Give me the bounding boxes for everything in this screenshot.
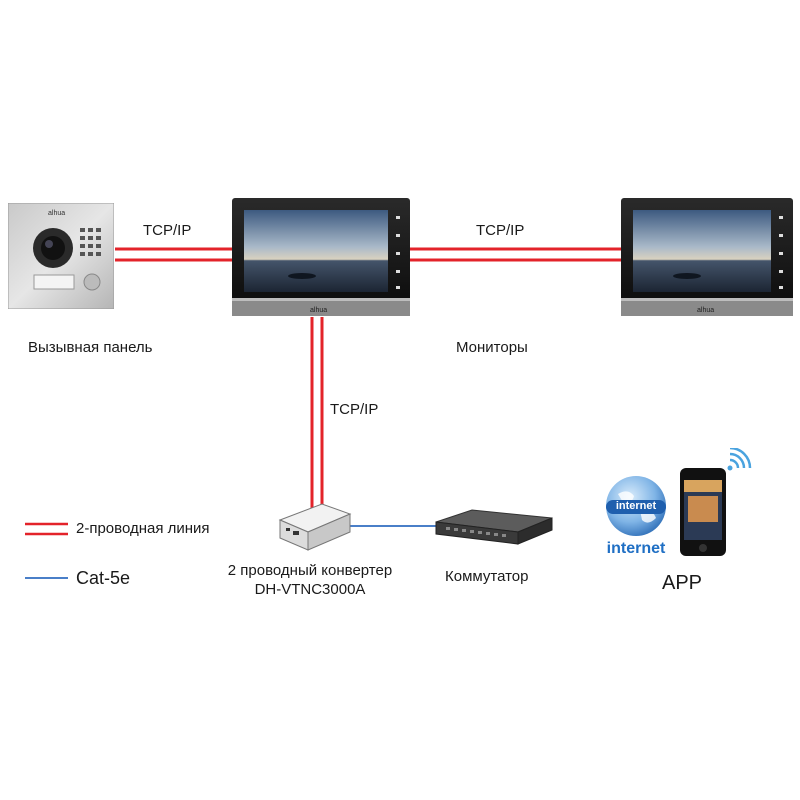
app-label: APP [661, 572, 703, 594]
legend-cat5e-label: Cat-5e [76, 568, 131, 588]
wifi-icon [724, 446, 752, 474]
internet-globe [604, 474, 668, 538]
converter-label-line1: 2 проводный конвертер [227, 562, 393, 579]
smartphone [680, 468, 726, 556]
monitor-main-image: alhua [232, 198, 410, 316]
legend-two-wire-label: 2-проводная линия [76, 520, 210, 537]
link-label-panel-monitor: TCP/IP [143, 222, 192, 239]
network-switch [432, 508, 554, 550]
panel-logo: alhua [48, 210, 65, 217]
monitors-label: Мониторы [456, 339, 528, 356]
door-panel-image: alhua [7, 202, 115, 310]
internet-caption: internet [606, 540, 666, 557]
monitor-secondary-logo: alhua [697, 307, 714, 314]
switch-image [435, 509, 553, 545]
converter-device [276, 498, 352, 554]
monitor-main-logo: alhua [310, 307, 327, 314]
link-label-monitor-converter: TCP/IP [330, 401, 379, 418]
monitor-secondary-image: alhua [621, 198, 793, 316]
switch-label: Коммутатор [445, 568, 529, 585]
converter-image [278, 503, 352, 551]
converter-label-line2: DH-VTNC3000A [254, 581, 366, 598]
monitor-main: alhua [232, 198, 410, 318]
smartphone-image [680, 468, 726, 556]
globe-label: internet [615, 500, 657, 512]
globe-icon [606, 476, 666, 536]
link-label-monitors: TCP/IP [476, 222, 525, 239]
door-panel-label: Вызывная панель [28, 339, 153, 356]
door-panel: alhua [7, 202, 115, 310]
monitor-secondary: alhua [621, 198, 793, 318]
